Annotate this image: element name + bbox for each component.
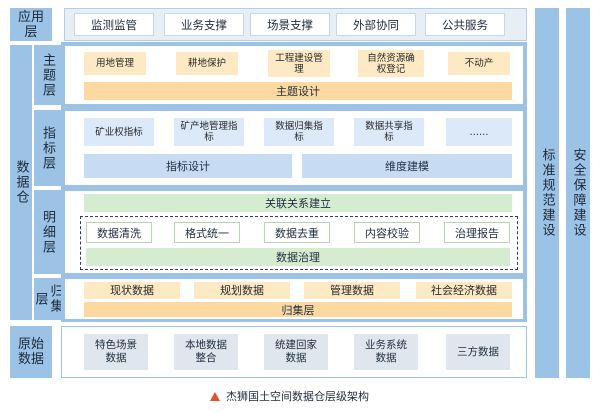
detail-item-cleaning: 数据清洗 (86, 222, 152, 243)
security-column-label: 安全保障建设 (570, 148, 586, 238)
raw-item-label: 统建回家数据 (275, 339, 317, 364)
app-item-business-support: 业务支撑 (164, 13, 244, 36)
indicator-item-label: …… (469, 126, 489, 138)
theme-item-farmland: 耕地保护 (176, 52, 238, 75)
indicator-item-mineral-land: 矿产地管理指标 (174, 118, 244, 146)
collect-layer-bar-label: 归集层 (281, 303, 315, 317)
collect-layer-bar: 归集层 (84, 302, 512, 317)
layer-label-detail-text: 明细层 (40, 209, 55, 255)
indicator-item-label: 数据共享指标 (365, 121, 413, 143)
raw-item-label: 特色场景数据 (95, 339, 137, 364)
raw-item-label: 本地数据整合 (185, 339, 227, 364)
data-governance-group (80, 216, 518, 270)
layer-label-app-text: 应用层 (17, 9, 44, 40)
app-item-public-service: 公共服务 (425, 13, 505, 36)
indicator-item-data-collection: 数据归集指标 (264, 118, 334, 146)
theme-item-land-use: 用地管理 (84, 52, 146, 75)
triangle-marker-icon (210, 391, 220, 401)
data-governance-bar: 数据治理 (86, 248, 510, 266)
raw-item-third-party: 三方数据 (446, 334, 510, 370)
layer-label-collect: 归集层 (32, 278, 63, 320)
layer-label-raw: 原始数据 (10, 326, 52, 378)
app-item-label: 外部协同 (353, 17, 399, 32)
layer-label-app: 应用层 (10, 8, 52, 41)
raw-item-label: 业务系统数据 (365, 339, 407, 364)
detail-item-label: 数据去重 (275, 226, 319, 240)
theme-item-label: 用地管理 (95, 58, 134, 69)
security-column: 安全保障建设 (566, 8, 590, 378)
layer-label-indicator: 指标层 (34, 110, 61, 186)
layer-label-collect-text: 归集层 (32, 284, 63, 314)
collect-item-socioeconomic: 社会经济数据 (416, 282, 512, 299)
dimension-modeling-bar: 维度建模 (302, 154, 512, 178)
detail-item-label: 内容校验 (365, 226, 409, 240)
raw-item-scenario: 特色场景数据 (84, 334, 148, 370)
collect-item-management: 管理数据 (304, 282, 400, 299)
detail-item-label: 治理报告 (455, 226, 499, 240)
theme-design-bar: 主题设计 (84, 82, 512, 100)
indicator-item-more: …… (446, 118, 512, 146)
theme-item-label: 工程建设管理 (275, 52, 323, 75)
indicator-design-bar: 指标设计 (84, 154, 292, 178)
app-item-label: 公共服务 (442, 17, 488, 32)
collect-item-current: 现状数据 (84, 282, 180, 299)
indicator-item-mining-rights: 矿业权指标 (84, 118, 154, 146)
raw-item-local: 本地数据整合 (174, 334, 238, 370)
theme-item-real-estate: 不动产 (448, 52, 510, 75)
indicator-design-label: 指标设计 (166, 160, 210, 173)
standards-column-label: 标准规范建设 (539, 148, 555, 238)
layer-label-theme-text: 主题层 (40, 52, 55, 98)
layer-label-indicator-text: 指标层 (40, 125, 55, 171)
theme-item-label: 耕地保护 (187, 58, 226, 69)
standards-column: 标准规范建设 (535, 8, 559, 378)
detail-item-label: 数据清洗 (97, 226, 141, 240)
app-item-label: 业务支撑 (181, 17, 227, 32)
indicator-item-label: 矿产地管理指标 (180, 121, 238, 143)
theme-design-label: 主题设计 (276, 85, 320, 98)
figure-caption-text: 杰狮国土空间数据仓层级架构 (226, 390, 369, 403)
layer-label-detail: 明细层 (34, 190, 61, 274)
theme-item-resource-registration: 自然资源确权登记 (358, 50, 424, 77)
layer-label-raw-text: 原始数据 (17, 337, 44, 367)
figure-caption: 杰狮国土空间数据仓层级架构 (210, 388, 410, 404)
layer-label-data-warehouse: 数据仓 (10, 45, 32, 320)
raw-item-unified: 统建回家数据 (264, 334, 328, 370)
indicator-item-label: 矿业权指标 (95, 126, 143, 138)
app-item-scene-support: 场景支撑 (250, 13, 330, 36)
collect-item-label: 现状数据 (110, 284, 154, 297)
collect-item-label: 管理数据 (330, 284, 374, 297)
app-item-label: 监测监管 (91, 17, 137, 32)
app-item-label: 场景支撑 (267, 17, 313, 32)
app-item-monitoring: 监测监管 (74, 13, 154, 36)
data-governance-label: 数据治理 (276, 251, 320, 264)
collect-item-label: 规划数据 (220, 284, 264, 297)
detail-item-dedup: 数据去重 (264, 222, 330, 243)
theme-item-construction: 工程建设管理 (268, 50, 330, 77)
indicator-item-label: 数据归集指标 (275, 121, 323, 143)
theme-item-label: 不动产 (464, 58, 494, 69)
raw-item-business-system: 业务系统数据 (354, 334, 418, 370)
relation-building-bar: 关联关系建立 (84, 194, 512, 212)
indicator-item-data-sharing: 数据共享指标 (354, 118, 424, 146)
detail-item-governance-report: 治理报告 (444, 222, 510, 243)
collect-item-planning: 规划数据 (194, 282, 290, 299)
raw-item-label: 三方数据 (457, 345, 499, 358)
relation-building-label: 关联关系建立 (265, 197, 331, 210)
dimension-modeling-label: 维度建模 (385, 160, 429, 173)
detail-item-validation: 内容校验 (354, 222, 420, 243)
detail-item-label: 格式统一 (185, 226, 229, 240)
app-item-external-collab: 外部协同 (336, 13, 416, 36)
layer-label-data-warehouse-text: 数据仓 (13, 160, 29, 205)
detail-item-format-unify: 格式统一 (174, 222, 240, 243)
collect-item-label: 社会经济数据 (431, 284, 497, 297)
layer-label-theme: 主题层 (34, 45, 61, 105)
theme-item-label: 自然资源确权登记 (367, 52, 415, 75)
